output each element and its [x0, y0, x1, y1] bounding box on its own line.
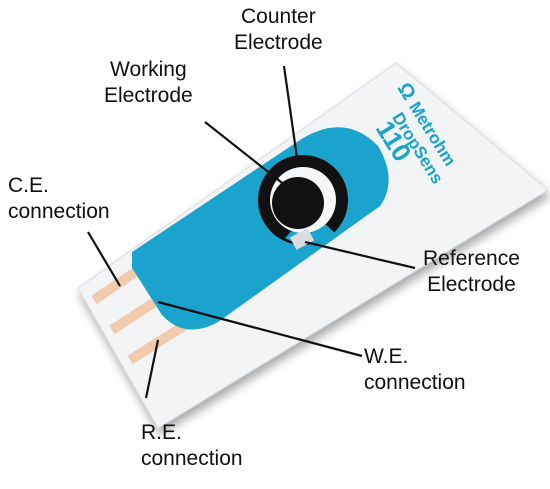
- label-re-connection: R.E. connection: [141, 420, 243, 472]
- label-ce-connection: C.E. connection: [8, 173, 110, 225]
- leader-lines: [87, 65, 416, 399]
- re-contact-pad: [127, 317, 193, 365]
- label-ce-connection-line2: connection: [8, 200, 110, 223]
- label-working-electrode: Working Electrode: [104, 57, 193, 109]
- leader-working-electrode: [204, 121, 287, 187]
- leader-reference-electrode: [304, 240, 416, 270]
- label-we-connection-line1: W.E.: [364, 345, 409, 368]
- label-reference-electrode: Reference Electrode: [423, 246, 520, 298]
- label-working-electrode-line2: Electrode: [104, 84, 193, 107]
- label-counter-electrode-line1: Counter: [241, 5, 316, 28]
- label-we-connection-line2: connection: [364, 371, 466, 394]
- label-ce-connection-line1: C.E.: [8, 174, 49, 197]
- label-working-electrode-line1: Working: [110, 58, 187, 81]
- label-reference-electrode-line1: Reference: [423, 247, 520, 270]
- label-counter-electrode-line2: Electrode: [234, 31, 323, 54]
- label-re-connection-line2: connection: [141, 447, 243, 470]
- label-we-connection: W.E. connection: [364, 344, 466, 396]
- label-reference-electrode-line2: Electrode: [427, 273, 516, 296]
- label-re-connection-line1: R.E.: [141, 421, 182, 444]
- working-electrode-disk: [272, 177, 324, 229]
- reference-electrode-pad: [289, 228, 315, 250]
- leader-we-connection: [157, 300, 363, 358]
- leader-counter-electrode: [282, 65, 299, 159]
- label-counter-electrode: Counter Electrode: [234, 4, 323, 56]
- leader-re-connection: [144, 339, 160, 399]
- leader-ce-connection: [87, 231, 121, 287]
